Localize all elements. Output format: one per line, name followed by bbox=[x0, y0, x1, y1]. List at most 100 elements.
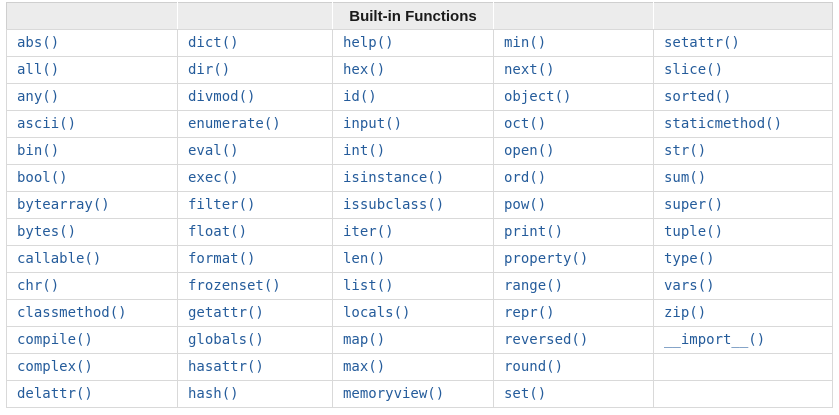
function-link[interactable]: divmod() bbox=[188, 89, 256, 105]
builtin-functions-table: Built-in Functions abs() dict() help() min(… bbox=[6, 2, 833, 408]
function-link[interactable]: getattr() bbox=[188, 305, 264, 321]
function-link[interactable]: enumerate() bbox=[188, 116, 281, 132]
function-link[interactable]: object() bbox=[504, 89, 572, 105]
function-cell: issubclass() bbox=[332, 191, 494, 219]
function-link[interactable]: eval() bbox=[188, 143, 239, 159]
function-link[interactable]: map() bbox=[343, 332, 386, 348]
function-link[interactable]: ord() bbox=[504, 170, 547, 186]
function-cell: id() bbox=[332, 83, 494, 111]
function-link[interactable]: hasattr() bbox=[188, 359, 264, 375]
function-link[interactable]: format() bbox=[188, 251, 256, 267]
function-link[interactable]: len() bbox=[343, 251, 386, 267]
function-link[interactable]: input() bbox=[343, 116, 403, 132]
function-link[interactable]: hex() bbox=[343, 62, 386, 78]
function-link[interactable]: min() bbox=[504, 35, 547, 51]
header-row: Built-in Functions bbox=[6, 2, 833, 30]
function-link[interactable]: staticmethod() bbox=[664, 116, 783, 132]
function-link[interactable]: set() bbox=[504, 386, 547, 402]
function-link[interactable]: oct() bbox=[504, 116, 547, 132]
function-cell: property() bbox=[493, 245, 654, 273]
function-link[interactable]: memoryview() bbox=[343, 386, 445, 402]
function-cell: len() bbox=[332, 245, 494, 273]
table-row: any() divmod() id() object() sorted() bbox=[6, 83, 833, 111]
function-link[interactable]: help() bbox=[343, 35, 394, 51]
function-link[interactable]: callable() bbox=[17, 251, 102, 267]
function-link[interactable]: chr() bbox=[17, 278, 60, 294]
function-link[interactable]: super() bbox=[664, 197, 724, 213]
function-link[interactable]: __import__() bbox=[664, 332, 766, 348]
function-cell: chr() bbox=[6, 272, 178, 300]
function-cell: memoryview() bbox=[332, 380, 494, 408]
header-cell-empty bbox=[493, 2, 654, 30]
function-link[interactable]: compile() bbox=[17, 332, 93, 348]
function-cell: callable() bbox=[6, 245, 178, 273]
function-link[interactable]: any() bbox=[17, 89, 60, 105]
function-link[interactable]: dict() bbox=[188, 35, 239, 51]
function-link[interactable]: pow() bbox=[504, 197, 547, 213]
function-link[interactable]: classmethod() bbox=[17, 305, 127, 321]
table-row: callable() format() len() property() type() bbox=[6, 245, 833, 273]
function-link[interactable]: round() bbox=[504, 359, 564, 375]
function-cell: bin() bbox=[6, 137, 178, 165]
function-cell: min() bbox=[493, 29, 654, 57]
header-cell-empty bbox=[177, 2, 333, 30]
function-cell: next() bbox=[493, 56, 654, 84]
function-link[interactable]: next() bbox=[504, 62, 555, 78]
function-link[interactable]: abs() bbox=[17, 35, 60, 51]
function-link[interactable]: zip() bbox=[664, 305, 707, 321]
function-cell: dict() bbox=[177, 29, 333, 57]
table-row: classmethod() getattr() locals() repr() zip(… bbox=[6, 299, 833, 327]
function-cell: getattr() bbox=[177, 299, 333, 327]
function-cell: input() bbox=[332, 110, 494, 138]
function-link[interactable]: list() bbox=[343, 278, 394, 294]
function-link[interactable]: setattr() bbox=[664, 35, 740, 51]
function-link[interactable]: property() bbox=[504, 251, 589, 267]
function-link[interactable]: filter() bbox=[188, 197, 256, 213]
function-cell: help() bbox=[332, 29, 494, 57]
function-cell: filter() bbox=[177, 191, 333, 219]
function-link[interactable]: tuple() bbox=[664, 224, 724, 240]
function-link[interactable]: max() bbox=[343, 359, 386, 375]
function-link[interactable]: all() bbox=[17, 62, 60, 78]
function-link[interactable]: float() bbox=[188, 224, 248, 240]
function-link[interactable]: globals() bbox=[188, 332, 264, 348]
function-link[interactable]: slice() bbox=[664, 62, 724, 78]
function-link[interactable]: range() bbox=[504, 278, 564, 294]
function-link[interactable]: bytearray() bbox=[17, 197, 110, 213]
function-link[interactable]: bin() bbox=[17, 143, 60, 159]
function-link[interactable]: repr() bbox=[504, 305, 555, 321]
function-link[interactable]: sum() bbox=[664, 170, 707, 186]
function-cell: super() bbox=[653, 191, 833, 219]
function-link[interactable]: sorted() bbox=[664, 89, 732, 105]
table-row: chr() frozenset() list() range() vars() bbox=[6, 272, 833, 300]
function-link[interactable]: bytes() bbox=[17, 224, 77, 240]
function-cell: list() bbox=[332, 272, 494, 300]
function-cell: bool() bbox=[6, 164, 178, 192]
function-link[interactable]: frozenset() bbox=[188, 278, 281, 294]
function-link[interactable]: print() bbox=[504, 224, 564, 240]
function-link[interactable]: isinstance() bbox=[343, 170, 445, 186]
function-link[interactable]: hash() bbox=[188, 386, 239, 402]
function-link[interactable]: ascii() bbox=[17, 116, 77, 132]
function-link[interactable]: open() bbox=[504, 143, 555, 159]
function-cell: divmod() bbox=[177, 83, 333, 111]
function-link[interactable]: int() bbox=[343, 143, 386, 159]
function-link[interactable]: delattr() bbox=[17, 386, 93, 402]
function-cell: dir() bbox=[177, 56, 333, 84]
function-link[interactable]: id() bbox=[343, 89, 377, 105]
function-cell: oct() bbox=[493, 110, 654, 138]
function-link[interactable]: type() bbox=[664, 251, 715, 267]
function-link[interactable]: iter() bbox=[343, 224, 394, 240]
function-cell: frozenset() bbox=[177, 272, 333, 300]
function-cell: delattr() bbox=[6, 380, 178, 408]
function-link[interactable]: issubclass() bbox=[343, 197, 445, 213]
function-link[interactable]: locals() bbox=[343, 305, 411, 321]
function-link[interactable]: vars() bbox=[664, 278, 715, 294]
function-link[interactable]: dir() bbox=[188, 62, 231, 78]
table-row: bool() exec() isinstance() ord() sum() bbox=[6, 164, 833, 192]
function-link[interactable]: str() bbox=[664, 143, 707, 159]
function-link[interactable]: exec() bbox=[188, 170, 239, 186]
function-link[interactable]: reversed() bbox=[504, 332, 589, 348]
function-link[interactable]: complex() bbox=[17, 359, 93, 375]
function-link[interactable]: bool() bbox=[17, 170, 68, 186]
